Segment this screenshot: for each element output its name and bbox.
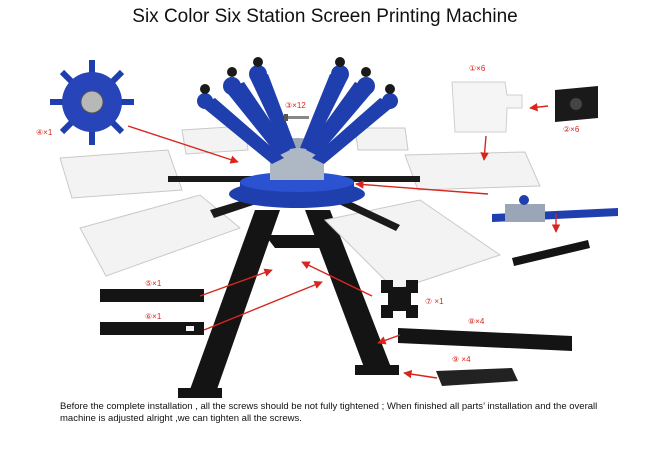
- tension-knobs: [200, 57, 395, 94]
- callout-3: ③×12: [285, 101, 306, 110]
- part-leg-bars: [100, 289, 204, 335]
- callout-1: ①×6: [469, 64, 486, 73]
- diagram-title: Six Color Six Station Screen Printing Ma…: [132, 6, 518, 27]
- part-long-bar: [398, 328, 572, 351]
- callout-4: ④×1: [36, 128, 53, 137]
- part-registration-arm: [492, 195, 618, 266]
- screen-arms: [197, 65, 398, 164]
- stand-legs: [178, 210, 399, 398]
- callout-2: ②×6: [563, 125, 580, 134]
- callout-6: ⑥×1: [145, 312, 162, 321]
- leader-arrows: [127, 102, 561, 379]
- installation-note: Before the complete installation , all t…: [60, 401, 598, 424]
- part-cross-plate: [381, 280, 418, 318]
- part-rotary-hub: [50, 60, 134, 145]
- callout-7: ⑦ ×1: [425, 297, 444, 306]
- part-corner-bracket: [436, 368, 518, 386]
- part-bracket: [555, 86, 598, 122]
- part-pallet: [451, 81, 523, 133]
- callout-9: ⑨ ×4: [452, 355, 471, 364]
- central-hub: [229, 138, 365, 208]
- platens: [59, 125, 541, 291]
- part-screw: [284, 114, 309, 121]
- callout-8: ⑧×4: [468, 317, 485, 326]
- callout-5: ⑤×1: [145, 279, 162, 288]
